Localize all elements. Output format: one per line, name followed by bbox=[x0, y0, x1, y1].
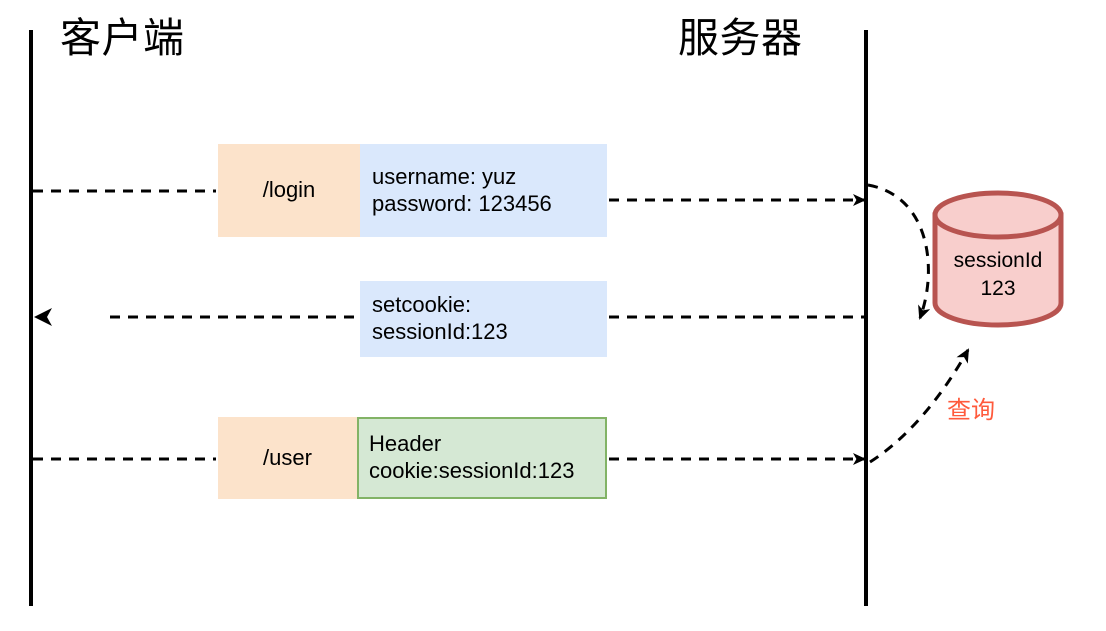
message-body-label-setcookie: setcookie: sessionId:123 bbox=[372, 292, 508, 344]
message-path-box-user[interactable]: /user bbox=[218, 417, 357, 499]
session-datastore bbox=[932, 190, 1064, 328]
arrow-query-to-datastore bbox=[869, 348, 970, 464]
server-lane-title: 服务器 bbox=[678, 15, 803, 61]
message-body-box-user[interactable]: Header cookie:sessionId:123 bbox=[357, 417, 607, 499]
message-path-label-login: /login bbox=[262, 177, 316, 203]
message-body-label-login: username: yuz password: 123456 bbox=[372, 163, 552, 216]
message-body-box-login[interactable]: username: yuz password: 123456 bbox=[360, 144, 607, 237]
message-path-box-login[interactable]: /login bbox=[218, 144, 360, 237]
message-body-label-user: Header cookie:sessionId:123 bbox=[369, 431, 575, 483]
arrow-setcookie-head bbox=[34, 308, 52, 326]
message-path-label-user: /user bbox=[263, 444, 312, 470]
client-lane-title: 客户端 bbox=[60, 15, 185, 61]
session-datastore-label: sessionId 123 bbox=[953, 249, 1043, 301]
arrow-session-loop bbox=[867, 183, 931, 320]
message-body-box-setcookie[interactable]: setcookie: sessionId:123 bbox=[360, 281, 607, 357]
query-annotation-label: 查询 bbox=[947, 397, 995, 424]
